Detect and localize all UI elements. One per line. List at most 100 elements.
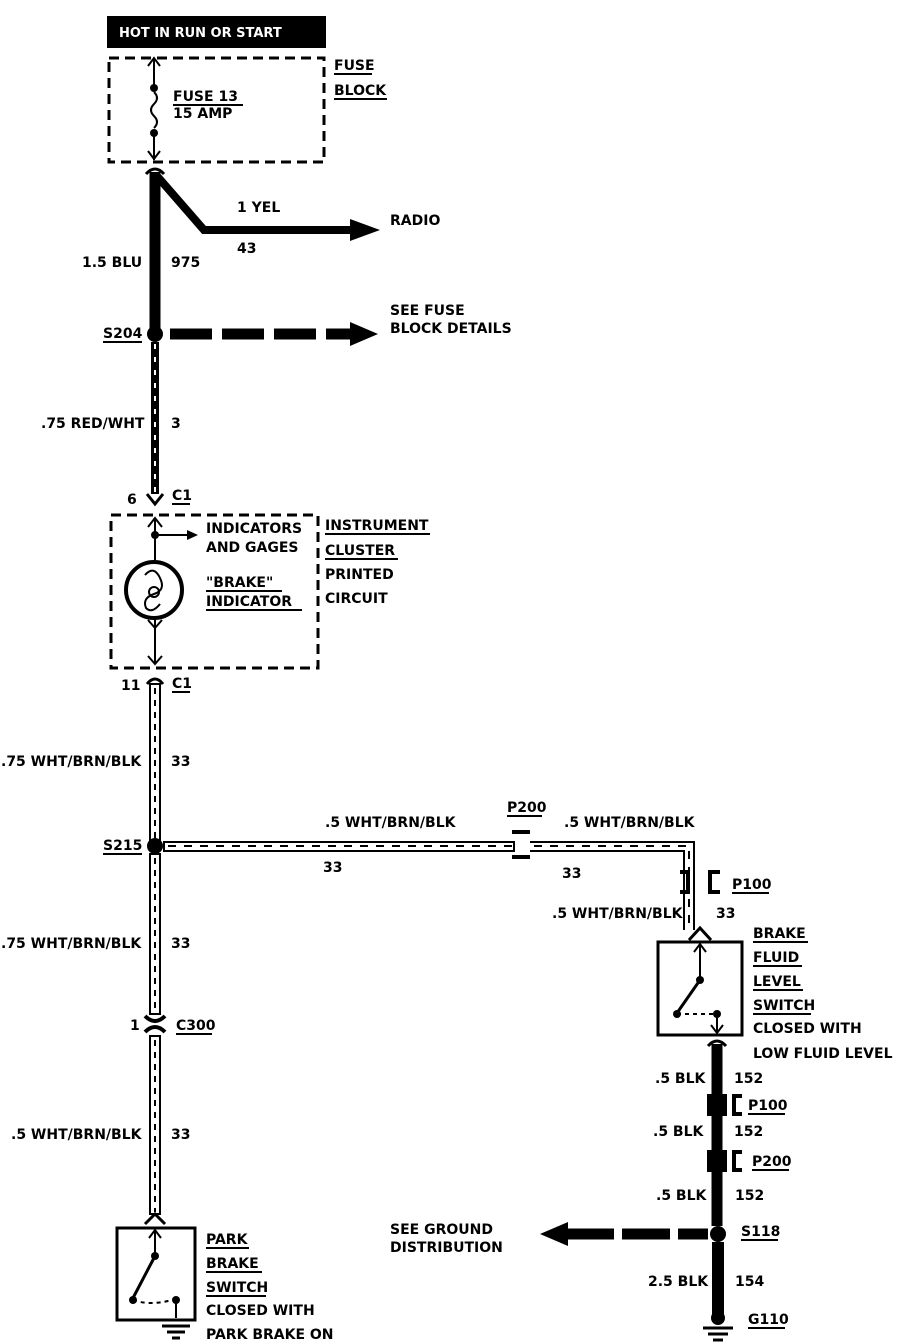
wbb-circuit-c300-park: 33	[171, 1127, 190, 1143]
fluid-ground-cap	[706, 1039, 728, 1048]
s204-branch-text-2: BLOCK DETAILS	[390, 321, 512, 337]
blk-gauge-fluid-p100: .5 BLK	[655, 1071, 707, 1087]
wbb-wire-s215-p200	[163, 841, 515, 852]
fuse-terminal-bottom	[150, 129, 158, 137]
fluid-switch-text-6: LOW FLUID LEVEL	[753, 1046, 893, 1062]
radio-destination: RADIO	[390, 213, 440, 229]
wbb-gauge-p200-p100: .5 WHT/BRN/BLK	[564, 815, 696, 831]
c1-bottom-pin: 11	[121, 678, 140, 694]
park-switch-blade	[131, 1255, 157, 1299]
cluster-label-3: PRINTED	[325, 567, 394, 583]
wbb-gauge-p100-switch: .5 WHT/BRN/BLK	[552, 906, 684, 922]
splice-s118-label: S118	[741, 1224, 780, 1240]
wbb-wire-s215-c300	[149, 853, 161, 1015]
blk-circuit-p100-p200: 152	[734, 1124, 763, 1140]
wbb-stripe-p200-p100	[534, 845, 690, 930]
c1-top-label: C1	[172, 488, 192, 504]
indicators-arrow-icon	[187, 530, 198, 540]
wbb-gauge-c300-park: .5 WHT/BRN/BLK	[11, 1127, 143, 1143]
park-switch-text-1: PARK	[206, 1232, 249, 1248]
wbb-gauge-cluster-s215: .75 WHT/BRN/BLK	[1, 754, 142, 770]
p100-ground-label: P100	[748, 1098, 788, 1114]
fluid-switch-text-1: BRAKE	[753, 926, 806, 942]
park-switch-text-5: PARK BRAKE ON	[206, 1327, 334, 1343]
p200-label: P200	[507, 800, 547, 816]
wbb-gauge-s215-p200: .5 WHT/BRN/BLK	[325, 815, 457, 831]
wbb-circuit-s215-c300: 33	[171, 936, 190, 952]
cluster-label-1: INSTRUMENT	[325, 518, 429, 534]
brake-indicator-text-2: INDICATOR	[206, 594, 292, 610]
s204-branch-text-1: SEE FUSE	[390, 303, 465, 319]
c300-connector-bottom	[143, 1025, 167, 1034]
fluid-switch-text-5: CLOSED WITH	[753, 1021, 862, 1037]
splice-s215-label: S215	[103, 838, 142, 854]
radio-wire-gauge: 1 YEL	[237, 200, 280, 216]
fluid-switch-text-4: SWITCH	[753, 998, 815, 1014]
fuse-top-arrow	[147, 56, 161, 67]
park-switch-actuator	[132, 1299, 173, 1304]
ground-branch-text-2: DISTRIBUTION	[390, 1240, 503, 1256]
park-switch-text-3: SWITCH	[206, 1280, 268, 1296]
red-wht-circuit: 3	[171, 416, 181, 432]
fuse-bottom-arrow	[147, 150, 161, 161]
fluid-switch-text-3: LEVEL	[753, 974, 801, 990]
radio-wire-circuit: 43	[237, 241, 256, 257]
wbb-circuit-p200-p100: 33	[562, 866, 581, 882]
ground-branch-arrow-icon	[540, 1222, 568, 1246]
brake-bulb-filament	[144, 569, 163, 612]
fuse-block-outline	[107, 56, 326, 164]
c1-top-pin: 6	[127, 492, 137, 508]
g110-eyelet	[711, 1311, 725, 1325]
p200-connector-bottom	[512, 855, 530, 859]
wbb-wire-p200-p100	[530, 841, 695, 930]
splice-s204	[147, 326, 163, 342]
c1-top-arrow	[145, 493, 165, 507]
indicators-text-1: INDICATORS	[206, 521, 302, 537]
wbb-circuit-p100-switch: 33	[716, 906, 735, 922]
instrument-cluster-outline	[109, 513, 320, 670]
s204-branch-arrow-icon	[350, 322, 378, 346]
fuse-block-label-1: FUSE	[334, 58, 375, 74]
splice-s118	[710, 1226, 726, 1242]
park-switch-input-arrow	[143, 1211, 167, 1226]
fuse-block-label-2: BLOCK	[334, 83, 387, 99]
main-feed-circuit: 975	[171, 255, 200, 271]
wbb-circuit-cluster-s215: 33	[171, 754, 190, 770]
brake-fluid-switch-box	[656, 940, 744, 1037]
blk-circuit-fluid-p100: 152	[734, 1071, 763, 1087]
c300-label: C300	[176, 1018, 216, 1034]
blk-circuit-s118-g110: 154	[735, 1274, 764, 1290]
blk-circuit-p200-s118: 152	[735, 1188, 764, 1204]
main-feed-top-cap	[144, 167, 166, 176]
blk-gauge-p200-s118: .5 BLK	[656, 1188, 708, 1204]
fuse-terminal-top	[150, 84, 158, 92]
wbb-gauge-s215-c300: .75 WHT/BRN/BLK	[1, 936, 142, 952]
brake-bulb-center	[148, 586, 160, 598]
main-feed-gauge: 1.5 BLU	[82, 255, 142, 271]
hot-header-bar	[107, 16, 326, 48]
fluid-switch-bottom-arrow	[710, 1024, 724, 1035]
park-switch-text-4: CLOSED WITH	[206, 1303, 315, 1319]
p100-ground-bracket	[732, 1094, 742, 1116]
p200-ground-connector	[707, 1150, 727, 1172]
c300-connector-top	[143, 1014, 167, 1023]
c1-bottom-label: C1	[172, 676, 192, 692]
fluid-switch-top-arrow	[693, 942, 707, 953]
blk-gauge-s118-g110: 2.5 BLK	[648, 1274, 709, 1290]
ground-branch-text-1: SEE GROUND	[390, 1222, 493, 1238]
blk-gauge-p100-p200: .5 BLK	[653, 1124, 705, 1140]
cluster-label-2: CLUSTER	[325, 543, 395, 559]
c1-bottom-cap	[145, 677, 165, 685]
g110-ground-icon	[703, 1326, 733, 1342]
radio-arrow-icon	[350, 219, 380, 241]
fluid-switch-text-2: FLUID	[753, 950, 799, 966]
p200-connector-top	[512, 830, 530, 834]
g110-label: G110	[748, 1312, 789, 1328]
c300-pin: 1	[130, 1018, 140, 1034]
wbb-circuit-s215-p200: 33	[323, 860, 342, 876]
cluster-mid-arrow	[147, 619, 163, 630]
p200-ground-bracket	[732, 1150, 742, 1172]
p200-ground-label: P200	[752, 1154, 792, 1170]
radio-wire	[153, 173, 352, 234]
